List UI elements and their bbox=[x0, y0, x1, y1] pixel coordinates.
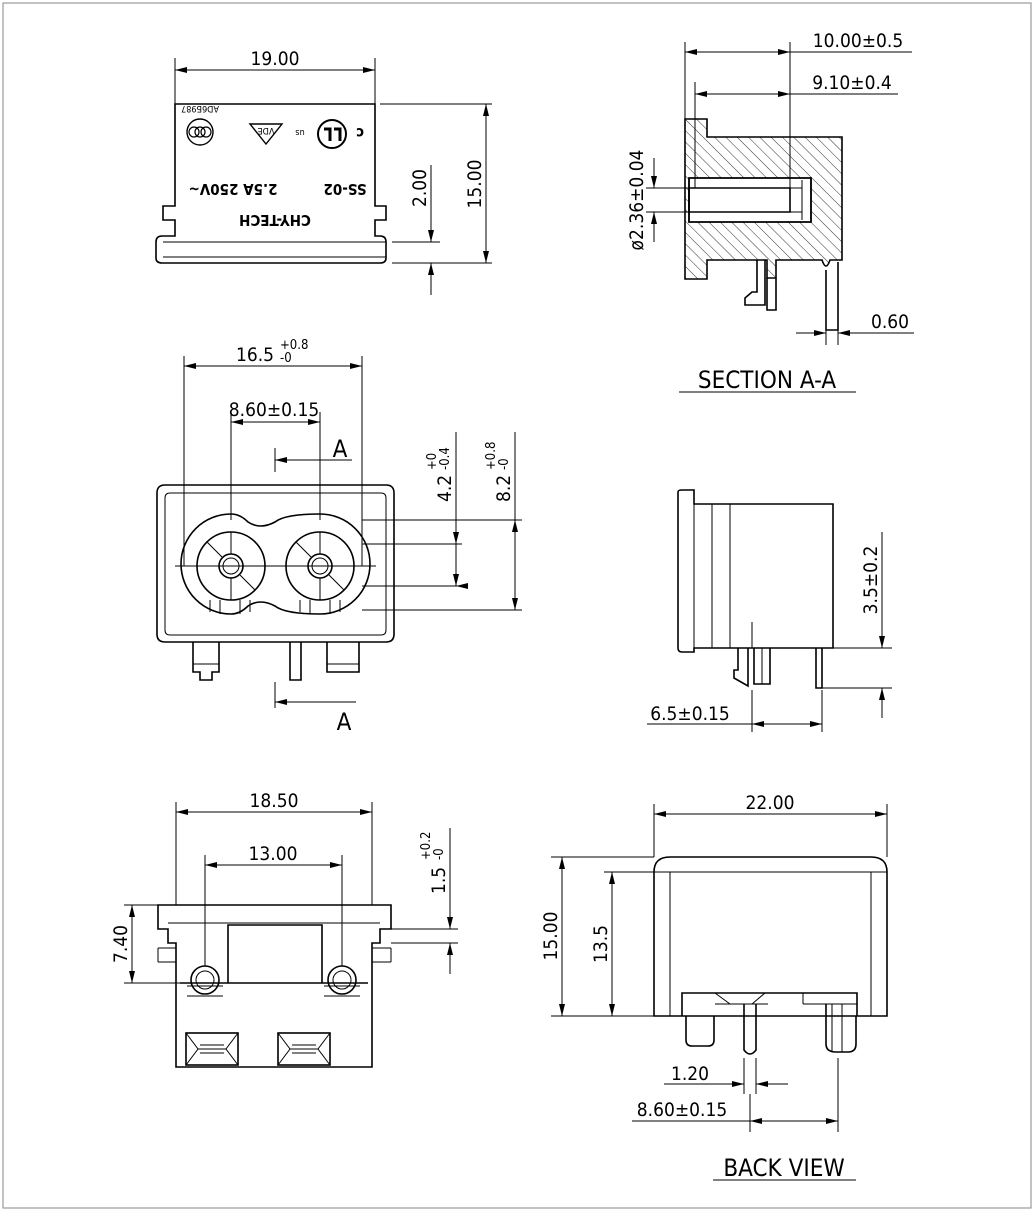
ccc-code-marking: AD6Б987 bbox=[181, 103, 219, 113]
front-inner-h-tol-lower: -0.4 bbox=[438, 447, 453, 470]
section-label-bottom: A bbox=[337, 708, 352, 736]
vde-icon: VDE bbox=[248, 123, 284, 146]
section-depth-outer-dim: 10.00±0.5 bbox=[813, 30, 903, 52]
front-inner-h-dim: 4.2 bbox=[434, 475, 456, 502]
back-height-dim: 15.00 bbox=[540, 912, 562, 961]
front-width-tol-lower: -0 bbox=[280, 351, 292, 366]
svg-text:VDE: VDE bbox=[258, 125, 275, 135]
rating-marking: 2.5A 250V~ bbox=[189, 180, 278, 198]
top-height-dim: 15.00 bbox=[464, 160, 486, 209]
ccc-icon bbox=[186, 118, 214, 146]
product-marking: CHY-TECH SS-02 2.5A 250V~ c us VDE AD6Б9… bbox=[181, 103, 367, 229]
top-view: 19.00 15.00 2.00 CHY-TECH SS-02 2.5A 250… bbox=[155, 48, 492, 295]
bottom-view: 18.50 13.00 7.40 1.5 +0.2 -0 bbox=[110, 790, 458, 1068]
front-width-dim: 16.5 bbox=[236, 344, 274, 366]
bottom-flange-tol-lower: -0 bbox=[432, 848, 447, 860]
front-outer-h-tol-upper: +0.8 bbox=[484, 442, 499, 470]
side-pin-offset-dim: 6.5±0.15 bbox=[650, 703, 730, 725]
section-label-top: A bbox=[333, 435, 348, 463]
ul-logo bbox=[317, 119, 347, 149]
ul-us-marking: us bbox=[295, 127, 304, 137]
back-pin-width-dim: 1.20 bbox=[671, 1063, 709, 1085]
side-pin-len-dim: 3.5±0.2 bbox=[860, 546, 882, 615]
back-view-caption: BACK VIEW bbox=[723, 1154, 844, 1182]
side-view: 3.5±0.2 6.5±0.15 bbox=[647, 489, 892, 732]
ul-c-marking: c bbox=[356, 124, 364, 142]
front-width-tol-upper: +0.8 bbox=[280, 338, 308, 353]
section-caption: SECTION A-A bbox=[698, 366, 836, 394]
brand-marking: CHY-TECH bbox=[239, 211, 311, 229]
section-pin-thickness-dim: 0.60 bbox=[871, 311, 909, 333]
section-a-a: 10.00±0.5 9.10±0.4 ø2.36±0.04 0.60 SECTI… bbox=[626, 30, 914, 394]
front-outer-h-tol-lower: -0 bbox=[497, 458, 512, 470]
bottom-inner-dim: 13.00 bbox=[249, 843, 298, 865]
section-pin-dia-dim: ø2.36±0.04 bbox=[626, 150, 648, 251]
bottom-height-dim: 7.40 bbox=[110, 925, 132, 963]
back-width-dim: 22.00 bbox=[746, 792, 795, 814]
back-pin-pitch-dim: 8.60±0.15 bbox=[637, 1099, 727, 1121]
section-depth-inner-dim: 9.10±0.4 bbox=[812, 72, 892, 94]
bottom-flange-dim: 1.5 bbox=[428, 867, 450, 894]
front-view: 16.5 +0.8 -0 8.60±0.15 A A 4.2 +0 -0.4 8… bbox=[156, 338, 522, 736]
bottom-flange-tol-upper: +0.2 bbox=[419, 832, 434, 860]
bottom-width-dim: 18.50 bbox=[250, 790, 299, 812]
front-outer-h-dim: 8.2 bbox=[493, 475, 515, 502]
front-pin-pitch-dim: 8.60±0.15 bbox=[229, 399, 319, 421]
top-flange-dim: 2.00 bbox=[409, 169, 431, 207]
back-view: 22.00 15.00 13.5 1.20 8.60±0.15 BACK VIE… bbox=[540, 792, 888, 1182]
front-inner-h-tol-upper: +0 bbox=[425, 453, 440, 470]
top-width-dim: 19.00 bbox=[251, 48, 300, 70]
model-marking: SS-02 bbox=[323, 180, 366, 198]
back-inner-height-dim: 13.5 bbox=[590, 925, 612, 963]
